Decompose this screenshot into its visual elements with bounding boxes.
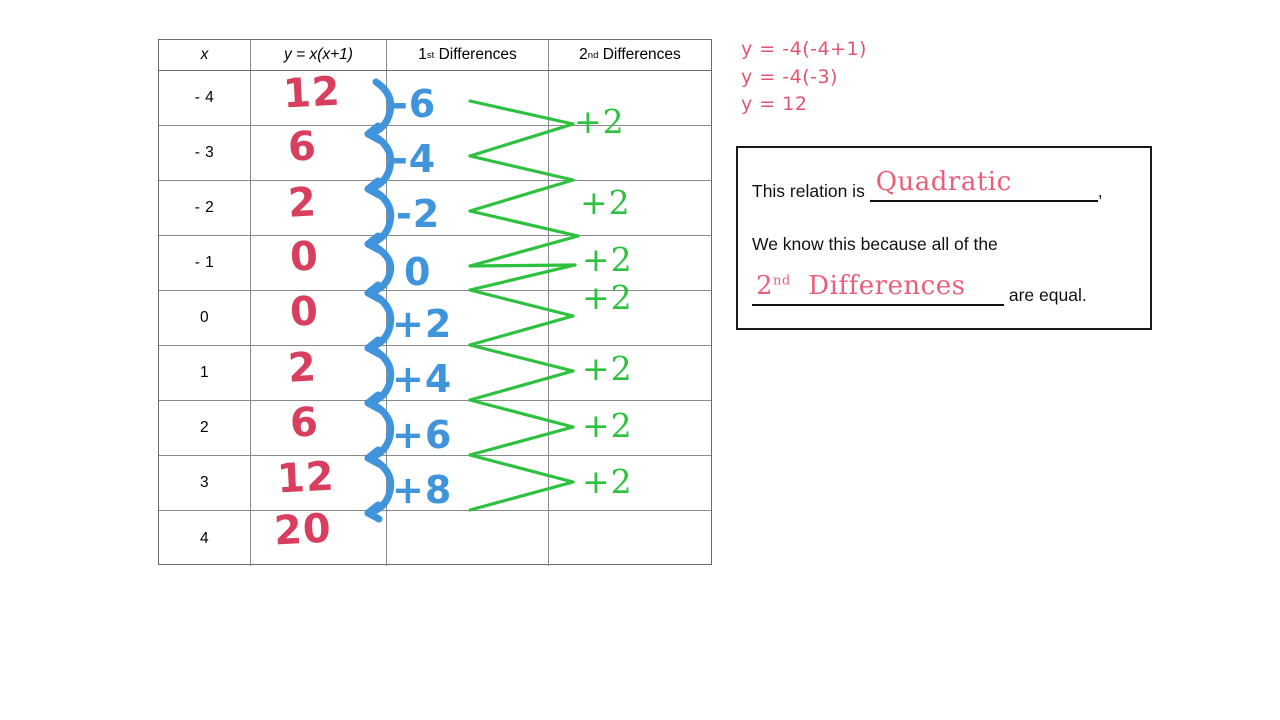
column-header-x: x	[159, 40, 251, 70]
table-row: 4	[159, 511, 711, 566]
conclusion-prefix: This relation is	[752, 181, 865, 201]
first-diff-base: 1	[418, 46, 427, 63]
table-row: 3	[159, 456, 711, 511]
cell-second-diff	[549, 401, 711, 455]
cell-x: - 1	[159, 236, 251, 290]
cell-first-diff	[387, 291, 549, 345]
first-diff-word: Differences	[438, 46, 517, 63]
second-diff-base: 2	[579, 46, 588, 63]
table-row: - 4	[159, 71, 711, 126]
answer-blank-reason[interactable]: 2nd Differences	[752, 271, 1004, 306]
cell-x: 3	[159, 456, 251, 510]
cell-y	[251, 181, 387, 235]
x-value: 1	[199, 364, 210, 381]
table-row: 2	[159, 401, 711, 456]
work-line-3: y = 12	[741, 93, 808, 116]
cell-y	[251, 511, 387, 566]
cell-x: 2	[159, 401, 251, 455]
x-value: 3	[199, 474, 210, 491]
cell-y	[251, 71, 387, 125]
x-value: - 2	[194, 199, 215, 216]
conclusion-comma: ,	[1097, 181, 1103, 201]
answer-blank-relation-type[interactable]: Quadratic	[869, 167, 1098, 202]
substitution-work: y = -4(-4+1) y = -4(-3) y = 12	[741, 36, 867, 119]
x-value: - 1	[194, 254, 215, 271]
cell-x: 0	[159, 291, 251, 345]
table-row: 0	[159, 291, 711, 346]
cell-second-diff	[549, 71, 711, 125]
second-diff-sup: nd	[587, 49, 599, 61]
cell-x: - 3	[159, 126, 251, 180]
x-value: - 4	[194, 89, 215, 106]
cell-x: - 2	[159, 181, 251, 235]
cell-y	[251, 291, 387, 345]
cell-first-diff	[387, 401, 549, 455]
cell-x: 4	[159, 511, 251, 566]
answer-reason-word: Differences	[808, 271, 966, 301]
work-line-2: y = -4(-3)	[741, 65, 838, 88]
conclusion-box: This relation is Quadratic , We know thi…	[736, 146, 1152, 330]
x-value: 2	[199, 419, 210, 436]
cell-y	[251, 456, 387, 510]
column-header-y: y = x(x+1)	[251, 40, 387, 70]
cell-first-diff	[387, 511, 549, 566]
work-line-1: y = -4(-4+1)	[741, 38, 867, 60]
cell-second-diff	[549, 456, 711, 510]
cell-y	[251, 126, 387, 180]
conclusion-line-2: We know this because all of the	[752, 234, 998, 254]
table-row: - 1	[159, 236, 711, 291]
x-value: 0	[199, 309, 210, 326]
cell-second-diff	[549, 236, 711, 290]
answer-reason-base: 2	[756, 271, 774, 301]
conclusion-line-3: 2nd Differences are equal.	[752, 271, 1087, 306]
cell-y	[251, 346, 387, 400]
x-value: 4	[199, 529, 210, 547]
table-row: - 2	[159, 181, 711, 236]
cell-first-diff	[387, 236, 549, 290]
answer-reason: 2nd Differences	[756, 271, 965, 301]
x-value: - 3	[194, 144, 215, 161]
conclusion-suffix: are equal.	[1008, 285, 1087, 305]
cell-x: 1	[159, 346, 251, 400]
cell-first-diff	[387, 71, 549, 125]
table-row: - 3	[159, 126, 711, 181]
conclusion-line-1: This relation is Quadratic ,	[752, 167, 1103, 202]
second-diff-word: Differences	[602, 46, 681, 63]
cell-first-diff	[387, 346, 549, 400]
cell-second-diff	[549, 346, 711, 400]
cell-second-diff	[549, 291, 711, 345]
cell-y	[251, 236, 387, 290]
cell-first-diff	[387, 181, 549, 235]
table-row: 1	[159, 346, 711, 401]
cell-second-diff	[549, 181, 711, 235]
cell-y	[251, 401, 387, 455]
column-header-y-label: y = x(x+1)	[284, 46, 353, 63]
first-diff-sup: st	[426, 49, 435, 61]
column-header-x-label: x	[200, 46, 209, 63]
cell-second-diff	[549, 126, 711, 180]
answer-reason-sup: nd	[773, 273, 791, 289]
cell-first-diff	[387, 456, 549, 510]
cell-x: - 4	[159, 71, 251, 125]
answer-relation-type: Quadratic	[875, 167, 1012, 197]
cell-first-diff	[387, 126, 549, 180]
cell-second-diff	[549, 511, 711, 566]
